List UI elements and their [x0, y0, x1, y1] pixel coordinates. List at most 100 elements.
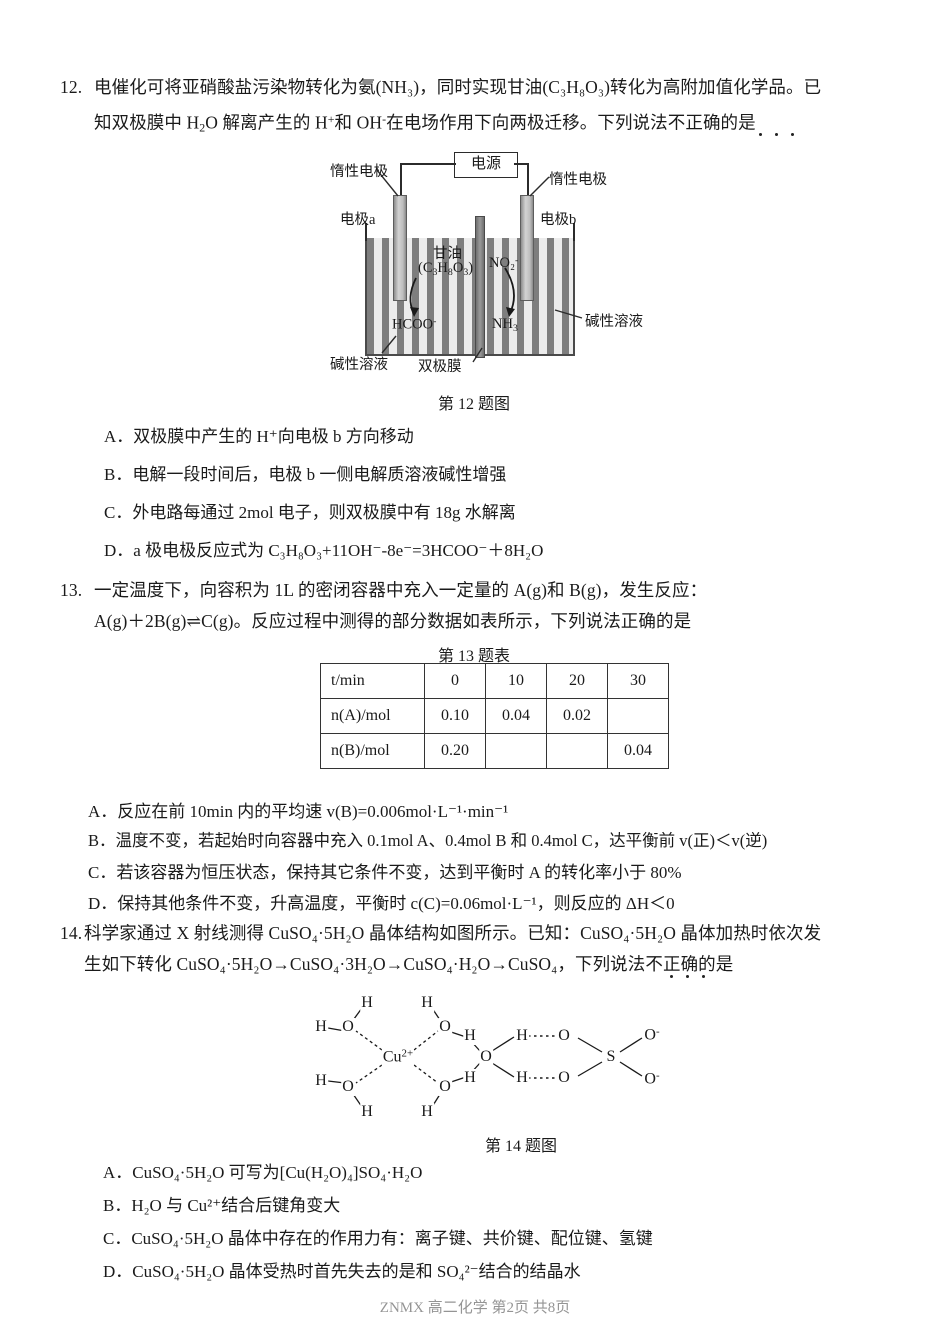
- oxygen-atom-sulfate-lower-left: O: [557, 1069, 571, 1087]
- q14-option-d[interactable]: D．CuSO₄·5H₂O 晶体受热时首先失去的是和 SO₄²⁻结合的结晶水: [103, 1263, 581, 1280]
- electrode-a-label: 电极a: [340, 212, 376, 228]
- q13-option-c[interactable]: C．若该容器为恒压状态，保持其它条件不变，达到平衡时 A 的转化率小于 80%: [88, 864, 682, 881]
- glycerol-formula-label: (C3H8O3): [418, 260, 474, 278]
- nitrite-text: NO₂: [489, 255, 515, 272]
- inert-electrode-left-label: 惰性电极: [330, 164, 388, 180]
- q12-number: 12.: [60, 77, 83, 97]
- oxygen-atom-lower-right: O: [438, 1078, 452, 1096]
- q13-data-table: t/min 0 10 20 30 n(A)/mol 0.10 0.04 0.02…: [320, 663, 669, 769]
- table-cell: 0.04: [607, 733, 669, 769]
- q12-figure-caption: 第 12 题图: [438, 396, 511, 413]
- oxygen-anion-upper-right: O-: [643, 1025, 661, 1045]
- q13-option-b-text: 温度不变，若起始时向容器中充入 0.1mol A、0.4mol B 和 0.4m…: [115, 831, 768, 850]
- q14-option-a-text: CuSO₄·5H₂O 可写为[Cu(H₂O)₄]SO₄·H₂O: [132, 1163, 423, 1182]
- wire-right-horizontal: [514, 163, 528, 165]
- electrode-b-label: 电极b: [540, 212, 577, 228]
- q12-option-a[interactable]: A．双极膜中产生的 H⁺向电极 b 方向移动: [104, 428, 414, 445]
- q12-option-c[interactable]: C．外电路每通过 2mol 电子，则双极膜中有 18g 水解离: [104, 504, 516, 521]
- q12-option-a-text: 双极膜中产生的 H⁺向电极 b 方向移动: [133, 427, 414, 446]
- q12-option-c-text: 外电路每通过 2mol 电子，则双极膜中有 18g 水解离: [132, 503, 516, 522]
- hydrogen-atom-hbond-upper: H: [515, 1027, 529, 1045]
- q13-table-caption: 第 13 题表: [438, 648, 511, 665]
- oxygen-symbol: O: [644, 1070, 656, 1088]
- copper-charge: 2+: [401, 1047, 414, 1060]
- hydrogen-atom-left-upper: H: [314, 1018, 328, 1036]
- alkaline-solution-right-label: 碱性溶液: [585, 314, 643, 330]
- copper-symbol: Cu: [382, 1048, 402, 1066]
- wire-left-vertical: [400, 163, 402, 197]
- page-footer: ZNMX 高二化学 第2页 共8页: [379, 1300, 571, 1316]
- nitrite-ion-label: NO₂-: [489, 255, 519, 272]
- bipolar-membrane-rod: [475, 216, 485, 358]
- oxygen-atom-upper-left: O: [341, 1018, 355, 1036]
- oxygen-atom-upper-right: O: [438, 1018, 452, 1036]
- q14-figure-caption: 第 14 题图: [485, 1138, 558, 1155]
- q14-emphasis-dots: [670, 975, 705, 978]
- table-cell: [607, 698, 669, 734]
- table-cell: [546, 733, 608, 769]
- q13-option-a[interactable]: A．反应在前 10min 内的平均速 v(B)=0.006mol·L⁻¹·min…: [88, 803, 508, 820]
- oxygen-atom-fifth-water: O: [479, 1048, 493, 1066]
- q13-stem-line1: 一定温度下，向容积为 1L 的密闭容器中充入一定量的 A(g)和 B(g)，发生…: [94, 580, 708, 600]
- q13-option-a-tag: A．: [88, 802, 118, 821]
- table-row-header: t/min: [320, 663, 425, 699]
- q12-stem-line2: 知双极膜中 H2O 解离产生的 H+和 OH-在电场作用下向两极迁移。下列说法不…: [94, 112, 756, 135]
- q13-option-b-tag: B．: [88, 831, 116, 850]
- hydrogen-atom-bottom-right: H: [420, 1103, 434, 1121]
- table-cell: 0: [424, 663, 486, 699]
- electrolysis-tank: [365, 238, 575, 356]
- q14-option-d-text: CuSO₄·5H₂O 晶体受热时首先失去的是和 SO₄²⁻结合的结晶水: [132, 1262, 581, 1281]
- q13-option-d-text: 保持其他条件不变，升高温度，平衡时 c(C)=0.06mol·L⁻¹，则反应的 …: [117, 894, 675, 913]
- table-row-header: n(A)/mol: [320, 698, 425, 734]
- q14-option-c-text: CuSO₄·5H₂O 晶体中存在的作用力有：离子键、共价键、配位键、氢键: [131, 1229, 653, 1248]
- figure-leader-lines: [376, 169, 583, 363]
- q12-stem-line2-part1: 知双极膜中 H: [94, 112, 200, 133]
- q13-option-c-text: 若该容器为恒压状态，保持其它条件不变，达到平衡时 A 的转化率小于 80%: [116, 863, 682, 882]
- table-cell: 30: [607, 663, 669, 699]
- anion-charge: -: [655, 1025, 660, 1038]
- q12-stem-line2-part4: 在电场作用下向两极迁移。下列说法不正确的是: [386, 112, 756, 133]
- q12-stem-line2-part3: 和 OH: [334, 112, 383, 133]
- table-cell: 10: [485, 663, 547, 699]
- q14-option-a[interactable]: A．CuSO₄·5H₂O 可写为[Cu(H₂O)₄]SO₄·H₂O: [103, 1164, 422, 1181]
- q12-option-d-tag: D．: [104, 541, 134, 560]
- q14-option-c-tag: C．: [103, 1229, 132, 1248]
- q12-option-b[interactable]: B．电解一段时间后，电极 b 一侧电解质溶液碱性增强: [104, 466, 506, 483]
- q13-option-b[interactable]: B．温度不变，若起始时向容器中充入 0.1mol A、0.4mol B 和 0.…: [88, 831, 768, 850]
- q14-option-c[interactable]: C．CuSO₄·5H₂O 晶体中存在的作用力有：离子键、共价键、配位键、氢键: [103, 1230, 653, 1247]
- table-cell: 20: [546, 663, 608, 699]
- alkaline-solution-left-label: 碱性溶液: [330, 357, 388, 373]
- q13-option-d-tag: D．: [88, 894, 118, 913]
- q12-stem-line2-part2: O 解离产生的 H: [205, 112, 328, 133]
- tank-rim-right: [573, 223, 575, 241]
- q12-option-b-text: 电解一段时间后，电极 b 一侧电解质溶液碱性增强: [132, 465, 507, 484]
- q14-stem-line2: 生如下转化 CuSO₄·5H₂O→CuSO₄·3H₂O→CuSO₄·H₂O→Cu…: [84, 954, 734, 974]
- hydrogen-atom-bottom-left: H: [360, 1103, 374, 1121]
- q14-stem-line1: 科学家通过 X 射线测得 CuSO₄·5H₂O 晶体结构如图所示。已知：CuSO…: [84, 923, 822, 943]
- oxygen-anion-lower-right: O-: [643, 1069, 661, 1089]
- q14-option-b-text: H₂O 与 Cu²⁺结合后键角变大: [131, 1196, 341, 1215]
- q14-option-b-tag: B．: [103, 1196, 132, 1215]
- ammonia-product-label: NH3: [492, 316, 518, 334]
- oxygen-symbol: O: [644, 1026, 656, 1044]
- wire-left-horizontal: [400, 163, 456, 165]
- table-cell: 0.20: [424, 733, 486, 769]
- q14-option-b[interactable]: B．H₂O 与 Cu²⁺结合后键角变大: [103, 1197, 340, 1214]
- tank-rim-left: [365, 223, 367, 241]
- copper-ion-atom: Cu2+: [381, 1047, 415, 1067]
- formate-text: HCOO: [392, 316, 434, 333]
- table-row-header: n(B)/mol: [320, 733, 425, 769]
- table-cell: [485, 733, 547, 769]
- q13-option-d[interactable]: D．保持其他条件不变，升高温度，平衡时 c(C)=0.06mol·L⁻¹，则反应…: [88, 895, 675, 912]
- q12-option-d[interactable]: D．a 极电极反应式为 C₃H₈O₃+11OH⁻-8e⁻=3HCOO⁻＋8H₂O: [104, 542, 543, 559]
- hydrogen-atom-left-lower: H: [314, 1072, 328, 1090]
- table-cell: 0.10: [424, 698, 486, 734]
- q12-option-a-tag: A．: [104, 427, 134, 446]
- anion-charge: -: [655, 1069, 660, 1082]
- q14-option-d-tag: D．: [103, 1262, 133, 1281]
- q12-option-d-text: a 极电极反应式为 C₃H₈O₃+11OH⁻-8e⁻=3HCOO⁻＋8H₂O: [133, 541, 544, 560]
- q12-stem-line1: 电催化可将亚硝酸盐污染物转化为氨(NH₃)，同时实现甘油(C₃H₈O₃)转化为高…: [94, 77, 822, 97]
- table-row: t/min 0 10 20 30: [320, 663, 669, 699]
- hydrogen-atom-hbond-lower: H: [515, 1069, 529, 1087]
- table-row: n(A)/mol 0.10 0.04 0.02: [320, 698, 669, 734]
